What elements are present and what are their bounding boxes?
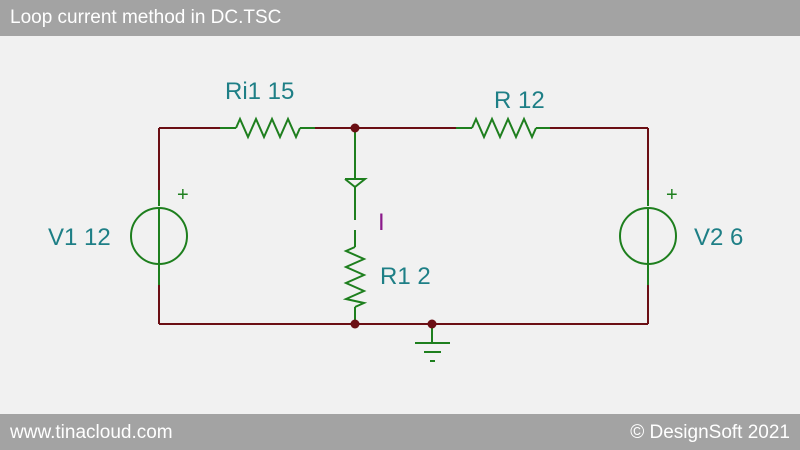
resistor-ri1 <box>220 116 315 140</box>
window-title: Loop current method in DC.TSC <box>10 7 282 28</box>
ground-icon <box>415 324 450 362</box>
label-r1: R1 2 <box>380 263 431 290</box>
footer-bar: www.tinacloud.com © DesignSoft 2021 <box>0 414 800 450</box>
v1-plus-sign: + <box>177 184 189 206</box>
website-link[interactable]: www.tinacloud.com <box>10 422 173 443</box>
label-v1: V1 12 <box>48 224 111 251</box>
junction-ground <box>427 319 437 329</box>
label-current: I <box>378 209 385 236</box>
components <box>130 116 677 362</box>
junction-top <box>350 123 360 133</box>
title-bar: Loop current method in DC.TSC <box>0 0 800 36</box>
resistor-r1 <box>342 230 368 324</box>
label-ri1: Ri1 15 <box>225 78 294 105</box>
wires <box>158 127 649 325</box>
label-r: R 12 <box>494 87 545 114</box>
v2-plus-sign: + <box>666 184 678 206</box>
current-arrow-icon <box>344 128 368 220</box>
circuit-schematic: Ri1 15 R 12 R1 2 V1 12 V2 6 I + + <box>48 78 743 362</box>
voltage-source-v2 <box>619 190 677 285</box>
junction-bottom <box>350 319 360 329</box>
copyright-text: © DesignSoft 2021 <box>630 422 790 443</box>
resistor-r <box>456 116 550 140</box>
label-v2: V2 6 <box>694 224 743 251</box>
junctions <box>350 123 437 329</box>
voltage-source-v1 <box>130 190 188 285</box>
